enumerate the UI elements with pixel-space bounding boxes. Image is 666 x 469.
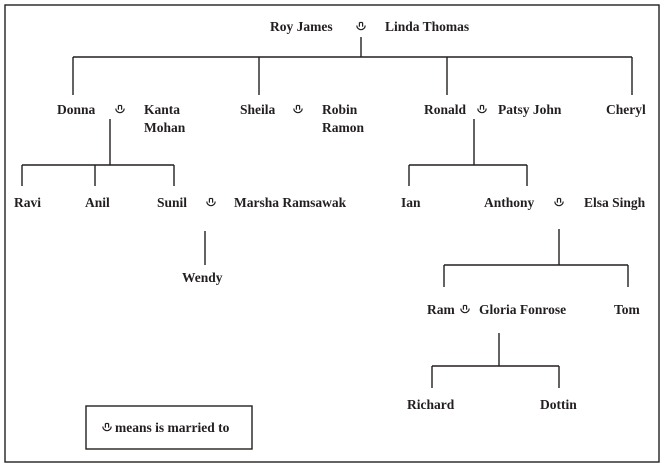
married-rings-icon [460, 304, 470, 314]
person-ronald: Ronald [424, 102, 467, 117]
legend-text: means is married to [115, 420, 230, 435]
married-rings-icon [356, 21, 366, 31]
person-elsa-singh: Elsa Singh [584, 195, 646, 210]
person-tom: Tom [614, 302, 641, 317]
person-ravi: Ravi [14, 195, 41, 210]
person-donna: Donna [57, 102, 96, 117]
person-kanta-mohan-line1: Kanta [144, 102, 180, 117]
married-rings-icon [554, 197, 564, 207]
person-anthony: Anthony [484, 195, 535, 210]
married-rings-icon [115, 104, 125, 114]
person-roy-james: Roy James [270, 19, 333, 34]
married-rings-icon [293, 104, 303, 114]
person-wendy: Wendy [182, 270, 223, 285]
person-sheila: Sheila [240, 102, 276, 117]
person-ram: Ram [427, 302, 455, 317]
person-robin-ramon-line2: Ramon [322, 120, 364, 135]
married-rings-icon [206, 197, 216, 207]
person-dottin: Dottin [540, 397, 577, 412]
married-rings-icon [477, 104, 487, 114]
diagram-frame [4, 4, 660, 463]
person-cheryl: Cheryl [606, 102, 646, 117]
person-gloria-fonrose: Gloria Fonrose [479, 302, 566, 317]
person-linda-thomas: Linda Thomas [385, 19, 469, 34]
legend-box [85, 405, 253, 450]
person-anil: Anil [85, 195, 110, 210]
person-patsy-john: Patsy John [498, 102, 562, 117]
person-marsha-ramsawak: Marsha Ramsawak [234, 195, 347, 210]
person-kanta-mohan-line2: Mohan [144, 120, 186, 135]
person-robin-ramon-line1: Robin [322, 102, 358, 117]
person-ian: Ian [401, 195, 421, 210]
person-sunil: Sunil [157, 195, 187, 210]
married-rings-icon [102, 422, 112, 432]
person-richard: Richard [407, 397, 455, 412]
